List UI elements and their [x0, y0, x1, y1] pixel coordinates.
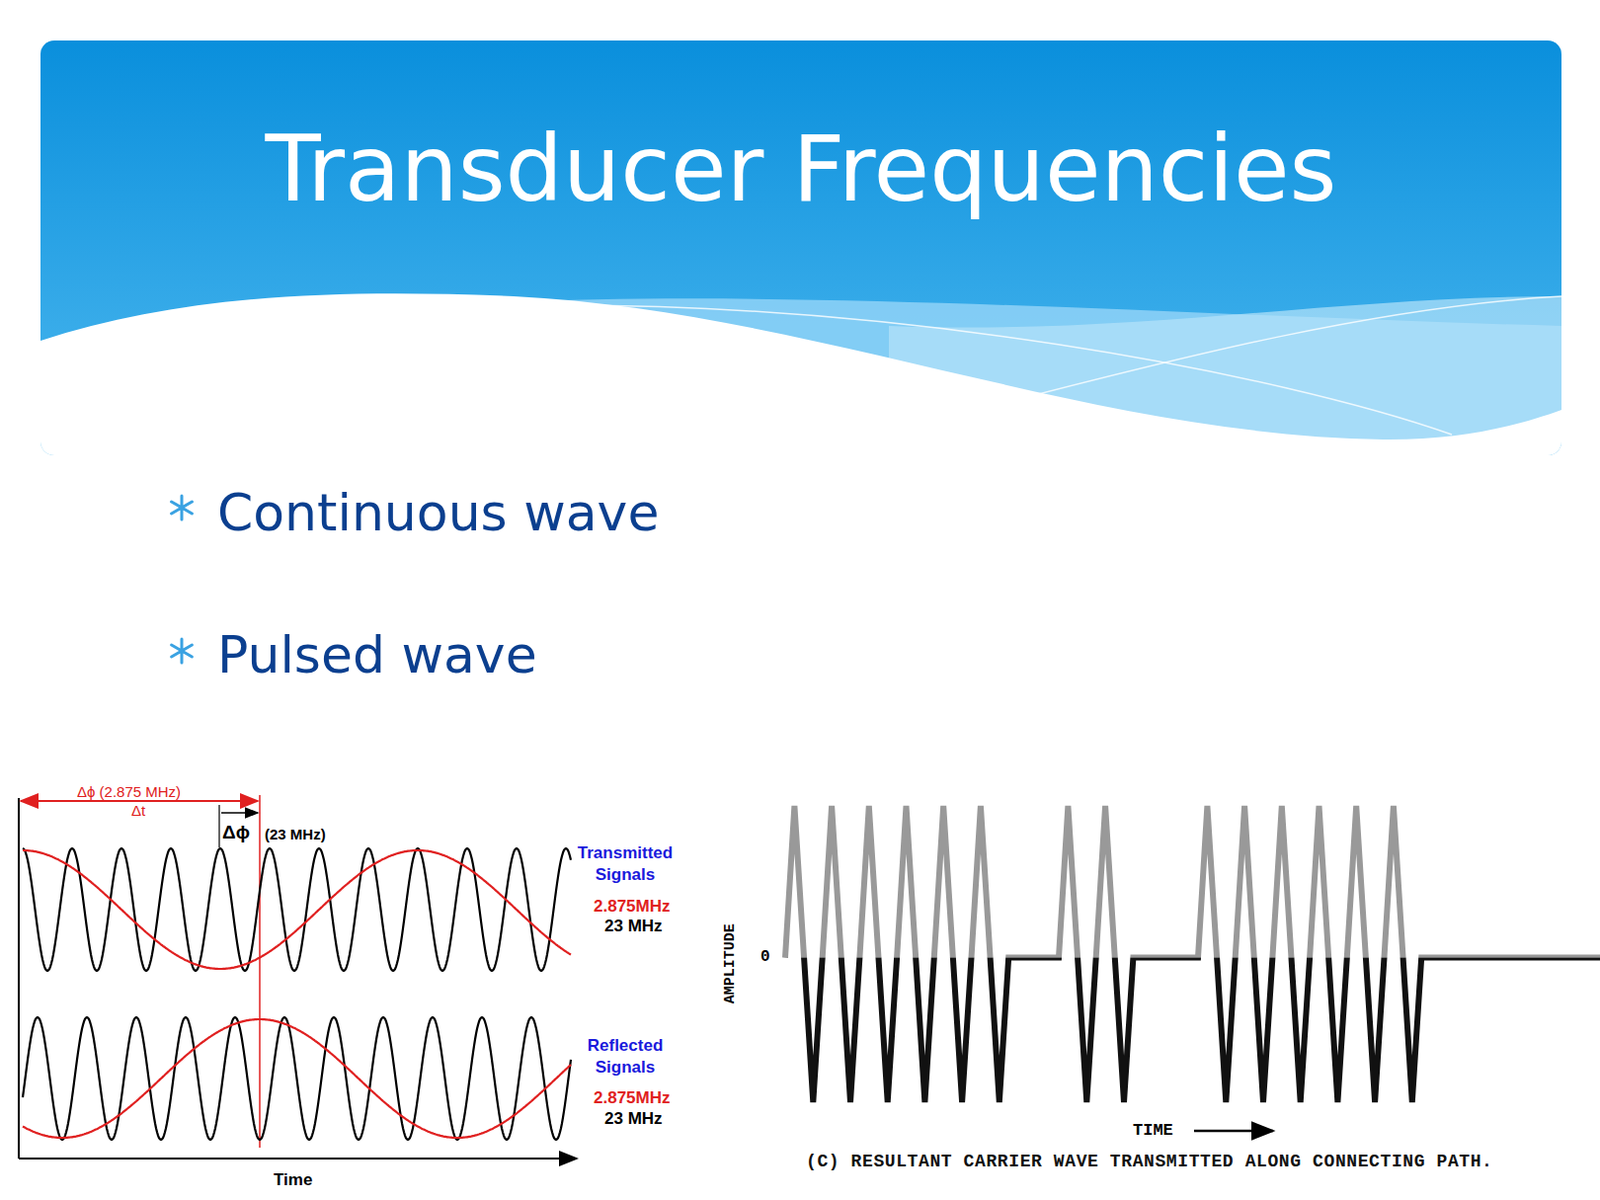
- time-delta-label: Δt: [131, 800, 146, 821]
- frequency-label: 23 MHz: [604, 915, 663, 938]
- axis-label: Time: [273, 1169, 313, 1192]
- frequency-label: 2.875MHz: [593, 895, 670, 918]
- bullet-stars: [171, 495, 193, 663]
- continuous-wave-figure: [18, 795, 577, 1159]
- phase-label: Δϕ (2.875 MHz): [77, 782, 181, 802]
- bullet-text: Continuous wave: [217, 480, 659, 548]
- signal-name: Transmitted Signals: [570, 842, 680, 886]
- frequency-label: (23 MHz): [264, 824, 326, 845]
- frequency-label: 2.875MHz: [593, 1087, 670, 1110]
- frequency-label: 23 MHz: [604, 1108, 663, 1130]
- pulsed-wave-figure: [785, 805, 1600, 1131]
- axis-label: TIME: [1132, 1120, 1174, 1142]
- header-band: [40, 40, 1562, 456]
- phase-label: Δϕ: [222, 820, 250, 846]
- bullet-text: Pulsed wave: [217, 622, 538, 690]
- slide-title: Transducer Frequencies: [265, 116, 1338, 223]
- signal-name: Reflected Signals: [570, 1035, 680, 1079]
- figure-caption: (C) RESULTANT CARRIER WAVE TRANSMITTED A…: [805, 1151, 1494, 1172]
- zero-label: 0: [760, 947, 771, 968]
- axis-label: AMPLITUDE: [720, 923, 741, 1004]
